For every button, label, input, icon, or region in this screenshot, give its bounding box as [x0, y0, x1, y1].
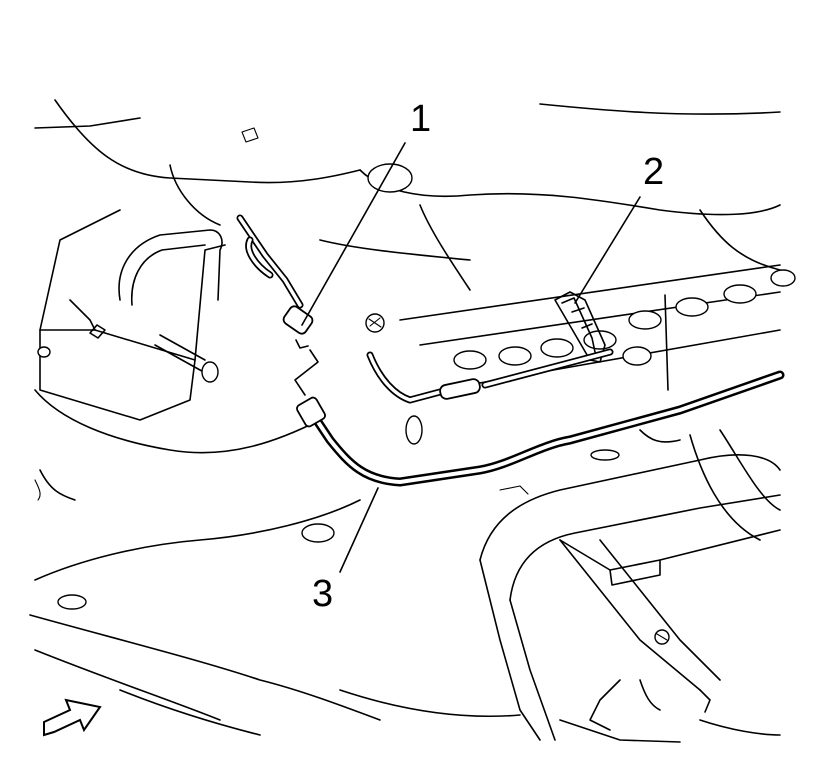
floor-ribs: [57, 127, 796, 610]
leader-lines: [301, 142, 641, 573]
fuel-line-connector-1: [236, 214, 314, 349]
rear-crossmember: [479, 429, 781, 743]
fuel-line-3: [296, 370, 785, 487]
left-bracket-assembly: [37, 209, 226, 421]
arrow-icon: [43, 698, 102, 737]
small-fuel-line: [366, 294, 669, 404]
callout-label-1: 1: [410, 98, 432, 140]
callout-label-3: 3: [312, 573, 334, 615]
connection-indicator: [294, 349, 319, 396]
fastener-nut: [365, 313, 670, 645]
floor-pan-outline: [29, 99, 781, 736]
callout-label-2: 2: [643, 151, 665, 193]
